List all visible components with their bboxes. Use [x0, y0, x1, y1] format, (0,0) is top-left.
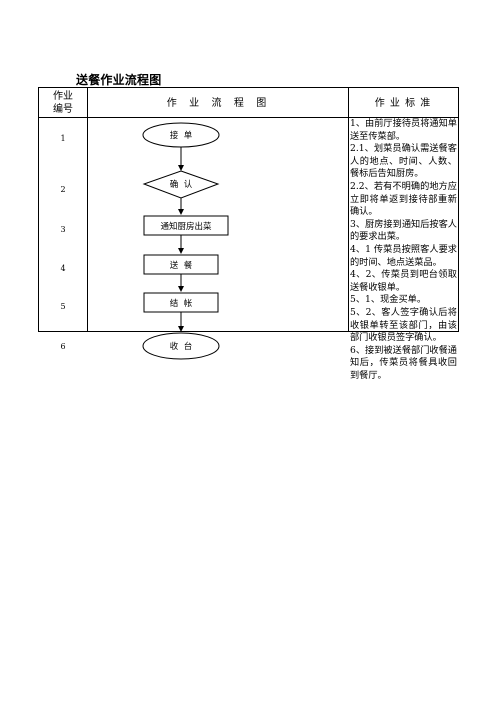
step-number-2: 2	[60, 185, 66, 194]
flow-node-notify-kitchen	[143, 215, 229, 236]
flow-node-deliver	[143, 254, 219, 275]
standard-item: 3、厨房接到通知后按客人的要求出菜。	[350, 218, 457, 243]
header-divider	[39, 117, 458, 118]
header-standard: 作 业 标 准	[374, 98, 432, 109]
standard-item: 4、1 传菜员按照客人要求的时间、地点送菜品。	[350, 243, 457, 268]
standard-item: 6、接到被送餐部门收餐通知后，传菜员将餐具收回到餐厅。	[350, 344, 457, 381]
standard-item: 4、2、传菜员到吧台领取送餐收银单。	[350, 269, 457, 293]
step-number-3: 3	[60, 225, 66, 234]
flow-node-label: 通知厨房出菜	[160, 221, 212, 232]
header-flowchart: 作 业 流 程 图	[166, 98, 269, 109]
standards-text: 1、由前厅接待员将通知单送至传菜部。 2.1、划菜员确认需送餐客人的地点、时间、…	[350, 118, 457, 382]
flow-node-label: 收 台	[170, 341, 192, 352]
flow-table: 作业 编号 作 业 流 程 图 作 业 标 准 1 2 3 4 5 6 1、由前…	[38, 87, 459, 381]
flow-node-label: 送 餐	[170, 260, 193, 271]
standard-item: 5、1、现金买单。	[350, 294, 427, 306]
standard-item: 1、由前厅接待员将通知单送至传菜部。	[350, 118, 457, 142]
flow-node-label: 结 帐	[170, 298, 193, 309]
flow-node-confirm	[142, 170, 220, 199]
flow-node-label: 接 单	[170, 130, 193, 141]
standard-item: 5、2、客人签字确认后将收银单转至该部门，由该部门收银员签字确认。	[350, 306, 457, 344]
page-title: 送餐作业流程图	[76, 73, 162, 87]
flow-node-checkout	[143, 292, 219, 313]
column-divider-2	[348, 88, 349, 331]
standard-item: 2.1、划菜员确认需送餐客人的地点、时间、人数、餐标后告知厨房。	[350, 143, 457, 180]
header-number: 作业 编号	[53, 91, 73, 115]
flow-node-label: 确 认	[170, 179, 193, 190]
flow-node-receive-order	[142, 122, 220, 148]
step-number-5: 5	[60, 302, 66, 311]
step-number-4: 4	[60, 264, 66, 273]
step-number-1: 1	[60, 134, 66, 143]
standard-item: 2.2、若有不明确的地方应立即将单返到接待部重新确认。	[350, 180, 457, 218]
column-divider-1	[87, 88, 88, 331]
step-number-6: 6	[60, 342, 66, 351]
flow-node-clear-table	[142, 332, 220, 360]
